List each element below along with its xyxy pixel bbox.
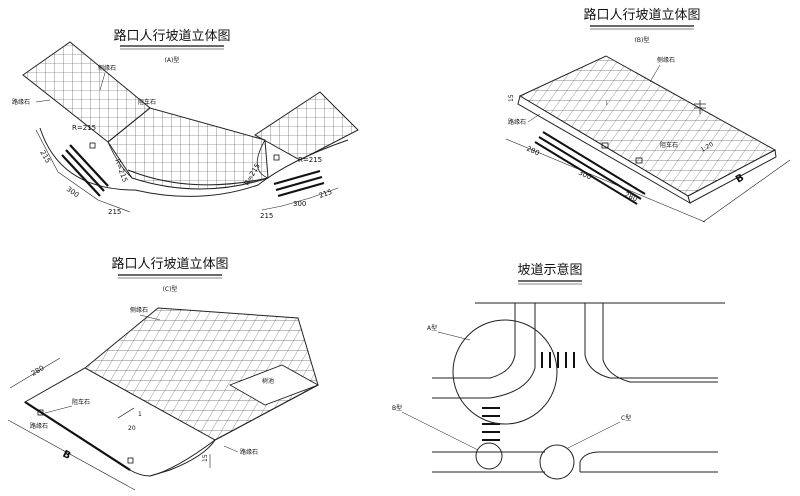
circle-type-b [475, 442, 503, 470]
dim-15-c: 15 [202, 454, 209, 462]
panel-a-subtitle: (A)型 [165, 56, 180, 64]
dim-b-c: B [61, 449, 73, 462]
dim-300-a: 300 [65, 185, 81, 199]
stop-stone-c1 [37, 409, 44, 416]
stop-stone-left [89, 142, 96, 149]
label-edge-a: 路缘石 [12, 98, 30, 106]
stop-stone-c2 [127, 457, 134, 464]
dim-215-c: 215 [260, 212, 273, 220]
dim-215-b: 215 [108, 208, 121, 216]
slope-1-c: 1 [138, 411, 142, 418]
panel-c-subtitle: (C)型 [163, 285, 178, 293]
dim-280-b2: 280 [623, 191, 639, 204]
crosswalk-right [273, 169, 325, 198]
panel-a: 路口人行坡道立体图 (A)型 [12, 28, 359, 220]
stop-stone-b1 [601, 142, 609, 149]
dim-215-a: 215 [38, 149, 52, 165]
label-edge-c2: 路缘石 [240, 448, 258, 456]
label-edge-b: 路缘石 [508, 118, 526, 126]
label-edge-c: 路缘石 [30, 422, 48, 430]
label-type-a: A型 [427, 324, 437, 332]
circle-type-a [452, 319, 558, 425]
label-type-b: B型 [392, 404, 402, 412]
label-stop-b: 阻车石 [660, 141, 678, 149]
panel-b: 路口人行坡道立体图 (B)型 侧缘石 路缘石 阻车石 15 280 300 28… [505, 7, 791, 223]
label-curb-a: 侧缘石 [98, 64, 116, 72]
dim-300-b: 300 [577, 169, 593, 182]
label-tree-pit: 树池 [262, 377, 274, 385]
circle-type-c [539, 444, 575, 480]
crosswalk-left-d [482, 407, 500, 441]
panel-b-subtitle: (B)型 [635, 36, 650, 44]
label-type-c: C型 [621, 414, 631, 422]
panel-d: 坡道示意图 [392, 262, 725, 480]
slope-i-b: i [606, 100, 608, 107]
panel-d-title: 坡道示意图 [517, 262, 582, 278]
road-edges [432, 302, 725, 473]
label-curb-b: 侧缘石 [657, 56, 675, 64]
panel-b-title: 路口人行坡道立体图 [583, 7, 700, 23]
label-curb-c: 侧缘石 [130, 306, 148, 314]
label-stop-c: 阻车石 [72, 398, 90, 406]
label-r1: R=215 [72, 124, 96, 132]
right-ramp-wing [254, 91, 359, 161]
label-stop-a: 阻车石 [138, 98, 156, 106]
panel-a-title: 路口人行坡道立体图 [113, 28, 230, 44]
curb-line [39, 127, 349, 197]
dim-300-b: 300 [293, 200, 306, 208]
dim-15-b: 15 [508, 94, 515, 102]
slope-20-c: 20 [128, 425, 136, 432]
dim-280-c: 280 [30, 364, 46, 378]
crosswalk-left [61, 144, 109, 197]
dim-215-d: 215 [318, 188, 333, 200]
crosswalk-b [534, 131, 646, 205]
crosswalk-top [541, 352, 575, 368]
stop-stone-b2 [635, 157, 643, 164]
ramp-slope-c [24, 367, 216, 477]
panel-c: 路口人行坡道立体图 (C)型 侧缘石 树池 280 阻车石 路缘石 B 1 20… [7, 256, 320, 491]
label-r4: R=215 [298, 156, 322, 164]
dim-280-b1: 280 [525, 145, 541, 158]
panel-c-title: 路口人行坡道立体图 [111, 256, 228, 272]
stop-stone-right [273, 154, 280, 161]
